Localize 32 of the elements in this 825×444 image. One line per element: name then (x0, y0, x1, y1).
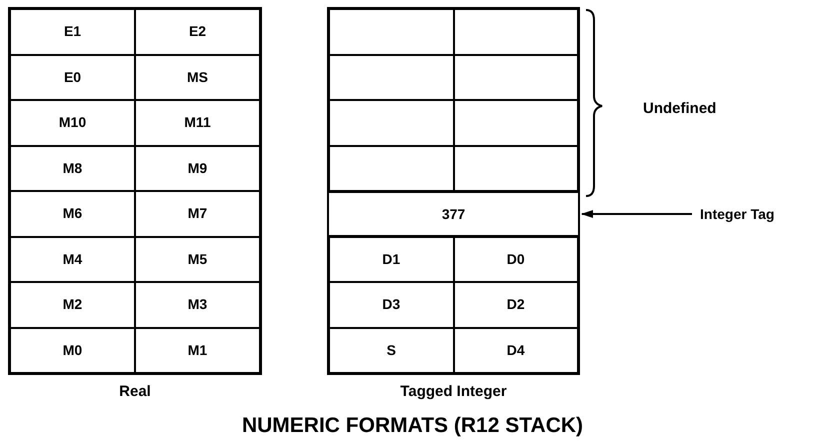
cell-text: E2 (188, 22, 206, 42)
table-box (327, 7, 580, 375)
cell-text: M9 (188, 158, 208, 178)
cell-text: D4 (506, 340, 525, 360)
cell-text: E1 (64, 22, 82, 42)
cell-text: D1 (382, 250, 400, 269)
cell-text: MS (187, 68, 208, 87)
cell-text: M6 (62, 204, 82, 224)
cell-text: M5 (188, 250, 208, 269)
tag-value-cell (327, 191, 580, 237)
cell-text: M1 (188, 340, 208, 360)
callout-text: Integer Tag (700, 203, 820, 225)
cell-text: M0 (62, 340, 82, 360)
cell-text: E0 (64, 68, 82, 87)
cell-text: M3 (188, 295, 208, 314)
bracket-label: Undefined (643, 99, 716, 119)
cell-text: D0 (506, 250, 525, 269)
cell-text: D2 (506, 295, 525, 314)
cell-text: M8 (62, 158, 82, 178)
caption: NUMERIC FORMATS (R12 STACK) (240, 413, 584, 439)
cell-text: M11 (184, 113, 211, 132)
table-caption: Real (118, 382, 152, 402)
cell-text: S (386, 340, 396, 360)
cell-text: M10 (58, 113, 86, 132)
cell-text: M4 (62, 250, 82, 269)
cell-text: M2 (62, 295, 82, 314)
table-box (8, 7, 262, 375)
tag-value: 377 (442, 204, 466, 224)
table-caption: Tagged Integer (399, 382, 508, 402)
cell-text: D3 (382, 295, 400, 314)
arrow (581, 210, 692, 218)
cell-text: M7 (188, 204, 208, 224)
